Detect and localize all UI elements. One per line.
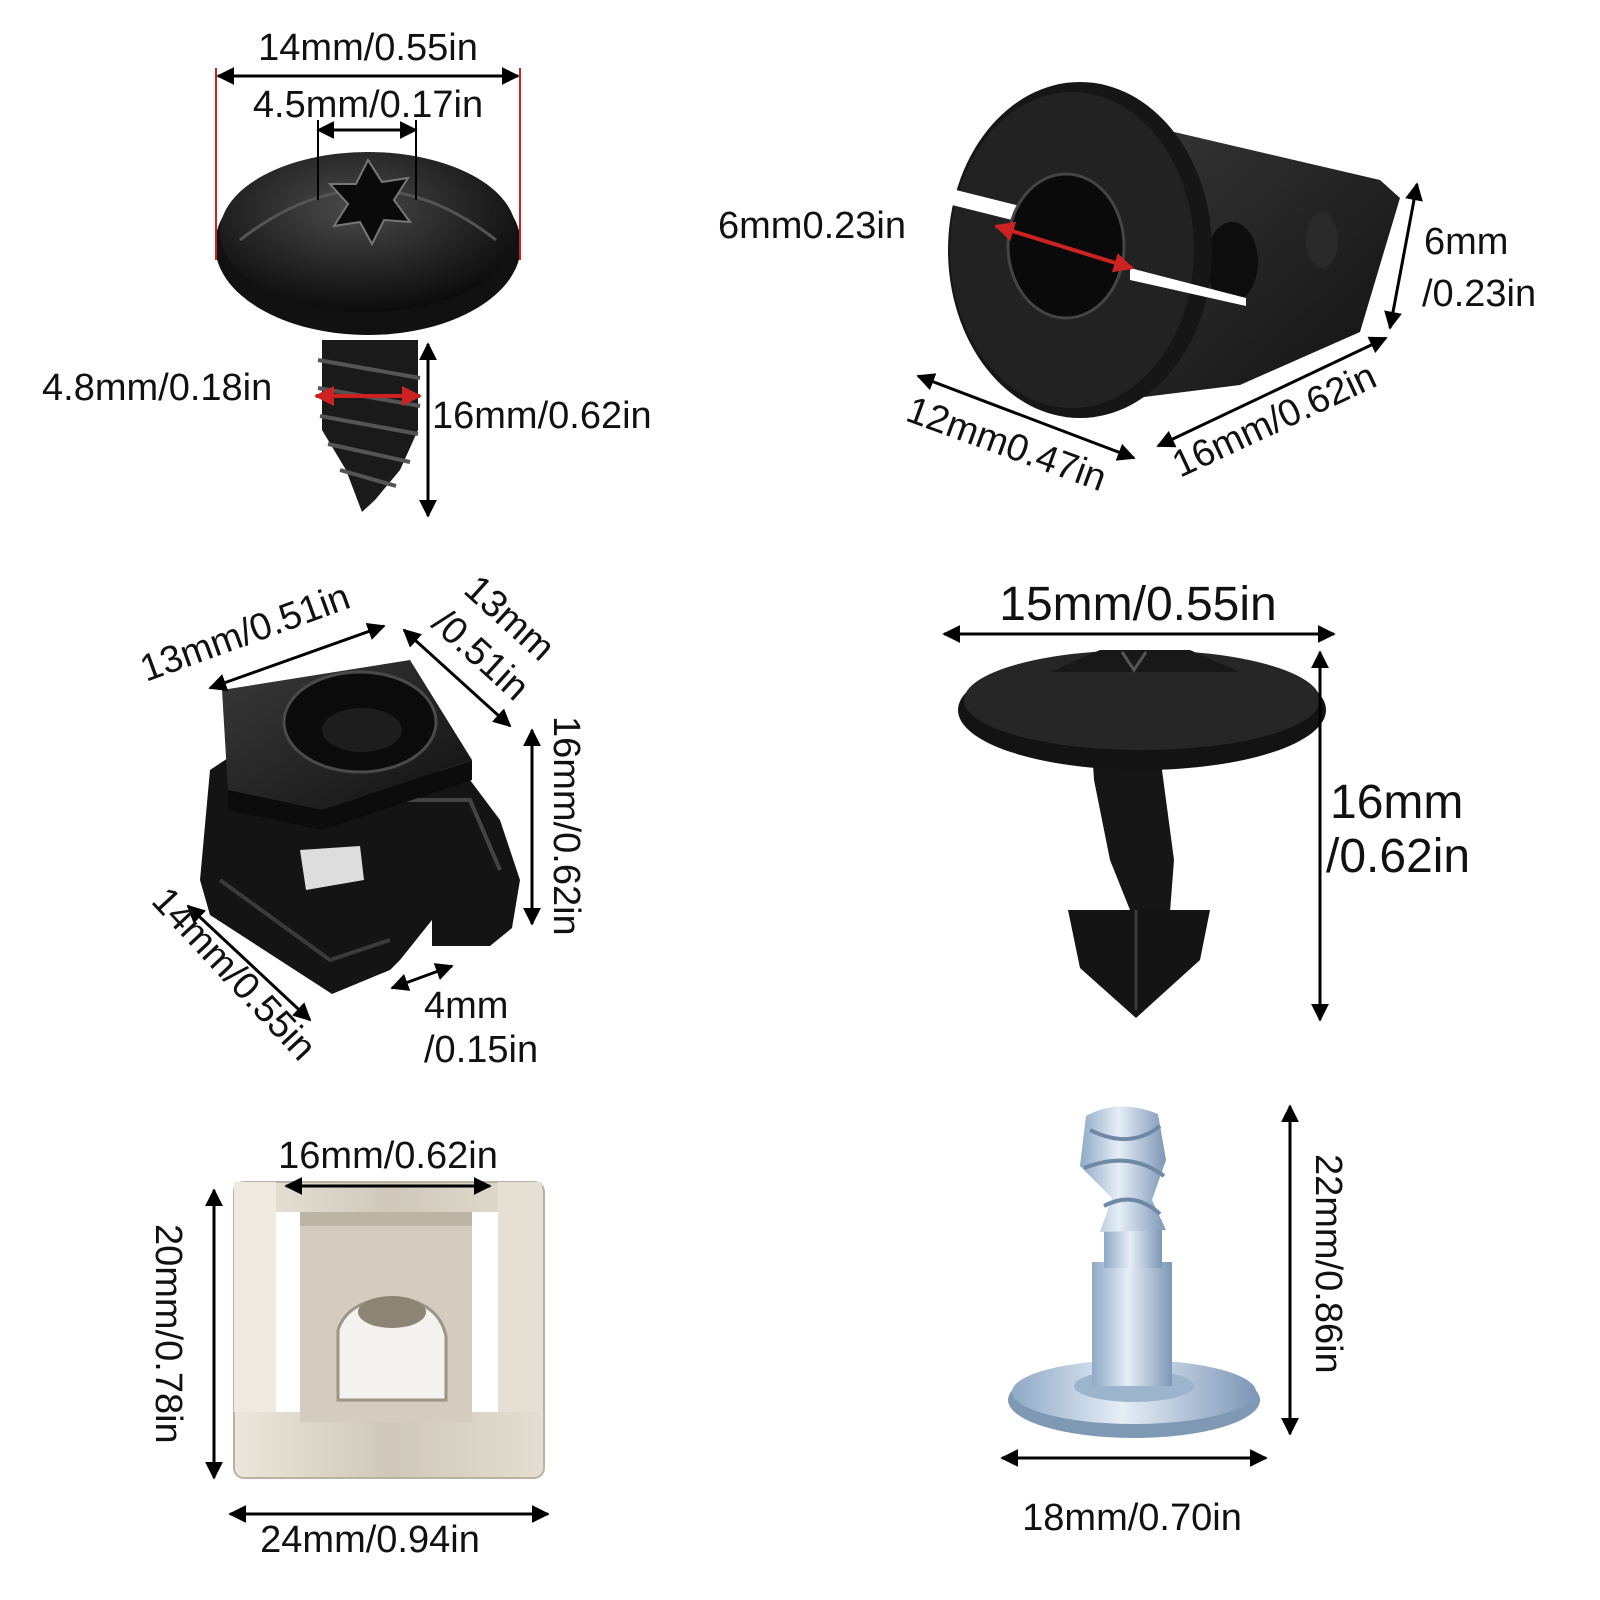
dimension-arrow <box>186 904 312 1022</box>
dimension-arrow <box>1384 182 1423 330</box>
stud-icon <box>1008 1106 1260 1438</box>
metal-u-clip: 16mm/0.62in 20mm/0.78in 24mm/0.94in <box>147 1135 550 1561</box>
quarter-turn-stud: 22mm/0.86in 18mm/0.70in <box>1000 1104 1349 1539</box>
clip-nut-gap-label-2: /0.15in <box>424 1029 538 1071</box>
clip-nut-top-width-label: 13mm/0.51in <box>135 576 356 691</box>
dimension-arrow <box>208 622 386 692</box>
rivet-length-label-1: 16mm <box>1330 776 1463 829</box>
square-clip-nut: 13mm/0.51in 13mm /0.51in 16mm/0.62in 14m… <box>135 567 587 1071</box>
screw-icon <box>215 152 521 512</box>
dimension-arrow <box>994 221 1134 273</box>
screw-length-label: 16mm/0.62in <box>432 395 652 437</box>
grommet-icon <box>948 82 1400 418</box>
rivet-length-label-2: /0.62in <box>1326 830 1470 883</box>
dimension-arrow <box>916 373 1136 461</box>
clip-nut-gap-label-1: 4mm <box>424 985 508 1027</box>
screw-head-diameter-label: 14mm/0.55in <box>258 27 478 69</box>
u-clip-inner-width-label: 16mm/0.62in <box>278 1135 498 1177</box>
grommet-tip-height-label-1: 6mm <box>1424 221 1508 263</box>
clip-nut-height-label: 16mm/0.62in <box>545 716 587 936</box>
screw-drive-width-label: 4.5mm/0.17in <box>253 84 483 126</box>
stud-base-diameter-label: 18mm/0.70in <box>1022 1497 1242 1539</box>
clip-nut-icon <box>200 660 520 994</box>
screw-thread-diameter-label: 4.8mm/0.18in <box>42 367 272 409</box>
rivet-icon <box>958 650 1326 1018</box>
u-clip-height-label: 20mm/0.78in <box>147 1224 189 1444</box>
plastic-grommet-nut: 6mm0.23in 6mm /0.23in 12mm0.47in 16mm/0.… <box>718 82 1536 500</box>
u-clip-icon <box>233 1181 545 1479</box>
stud-length-label: 22mm/0.86in <box>1307 1154 1349 1374</box>
push-rivet: 15mm/0.55in 16mm /0.62in <box>942 578 1470 1022</box>
dimension-arrow <box>402 628 512 728</box>
torx-screw: 14mm/0.55in 4.5mm/0.17in 4.8mm/0.18in 16… <box>42 27 652 518</box>
grommet-hole-diameter-label: 6mm0.23in <box>718 205 906 247</box>
u-clip-outer-width-label: 24mm/0.94in <box>260 1519 480 1561</box>
dimension-arrow <box>390 963 454 991</box>
grommet-tip-height-label-2: /0.23in <box>1422 273 1536 315</box>
rivet-head-diameter-label: 15mm/0.55in <box>999 578 1276 631</box>
dimension-arrow <box>1156 336 1388 448</box>
